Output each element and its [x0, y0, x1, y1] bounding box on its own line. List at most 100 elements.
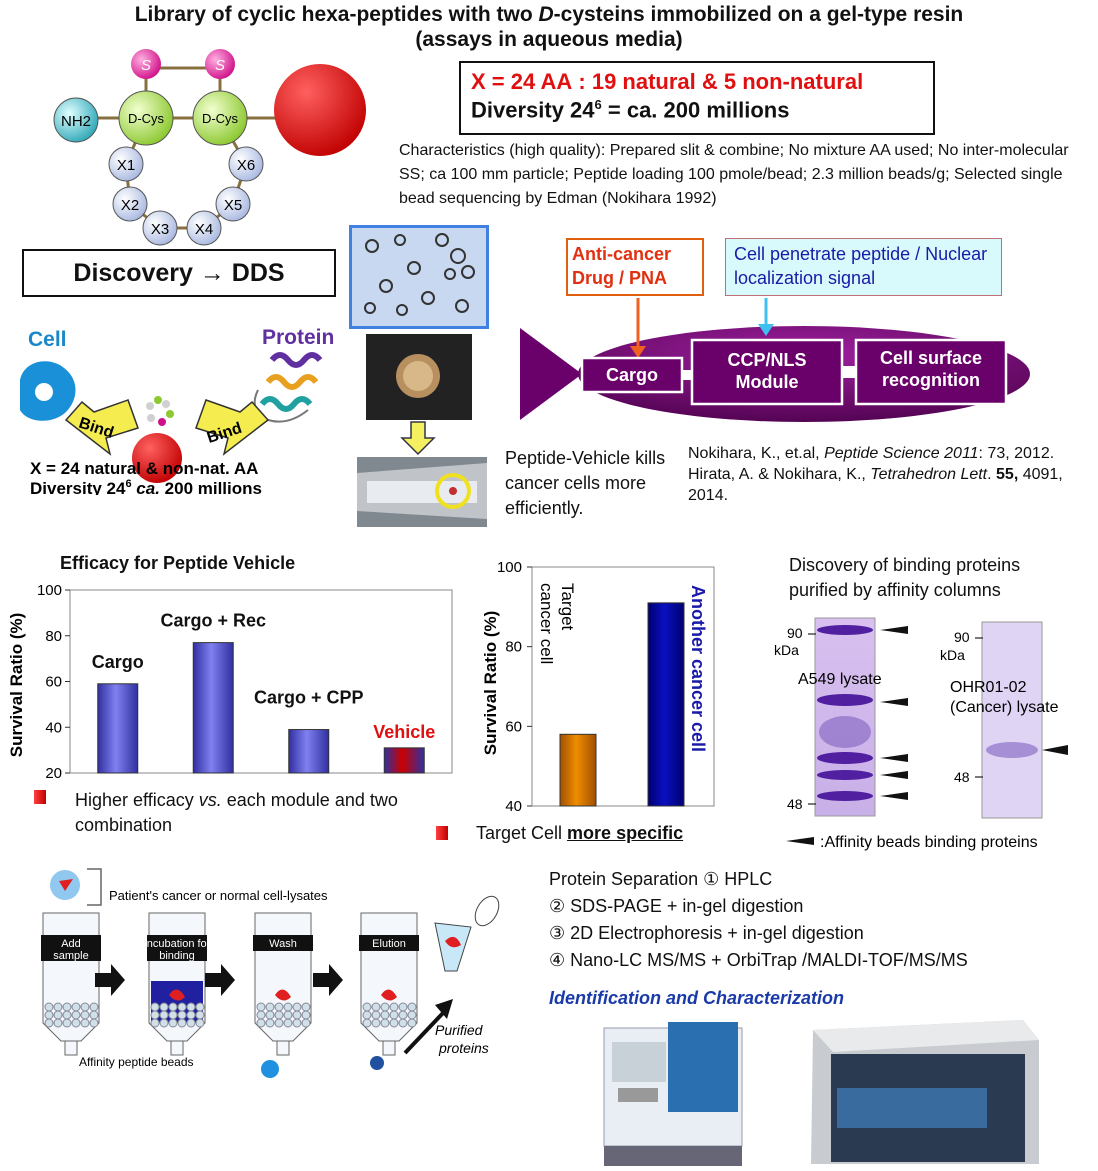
beads-label: Affinity peptide beads	[79, 1055, 194, 1069]
gel-lane-ohr	[981, 621, 1043, 819]
surface-box	[854, 338, 1008, 406]
mass-spectrometer-2-image	[811, 1020, 1039, 1164]
diversity-value: = ca. 200 millions	[601, 97, 790, 123]
s-label: S	[215, 57, 225, 74]
s-label: S	[141, 57, 151, 74]
column-step-label: Elution	[372, 938, 406, 950]
bar	[559, 733, 597, 807]
separation-methods: Protein Separation ① HPLC ② SDS-PAGE + i…	[549, 866, 968, 974]
sulfur-atom	[131, 49, 161, 79]
identification-heading: Identification and Characterization	[549, 988, 845, 1008]
bind-diversity-text: Diversity 246 ca. 200 millions	[30, 478, 262, 495]
reference-1: Nokihara, K., et.al, Peptide Science 201…	[688, 445, 1055, 462]
resin-bead	[274, 64, 366, 156]
gel-legend: :Affinity beads binding proteins	[820, 834, 1038, 851]
x-label: X6	[237, 157, 255, 174]
y-tick-label: 80	[45, 628, 62, 645]
diversity-exponent: 6	[594, 97, 602, 112]
marker-90: 90	[954, 629, 970, 645]
single-bead-micrograph	[366, 334, 472, 420]
diversity-text: Diversity 246 = ca. 200 millions	[471, 97, 923, 123]
y-axis-label: Survival Ratio (%)	[7, 613, 26, 758]
bar-label: Cargo + CPP	[254, 688, 364, 708]
discovery-dds-box: Discovery → DDS	[22, 249, 336, 297]
page-title: Library of cyclic hexa-peptides with two…	[0, 2, 1098, 52]
legend-marker-icon	[786, 837, 814, 845]
marker-90: 90	[787, 625, 803, 641]
title-part: -cysteins immobilized on a gel-type resi…	[553, 3, 964, 26]
x-label: X4	[195, 221, 213, 238]
fish-tail	[520, 328, 582, 420]
y-tick-label: 80	[505, 639, 522, 656]
y-tick-label: 100	[37, 582, 62, 599]
wash-drop-icon	[261, 1060, 279, 1078]
diversity-box: X = 24 AA : 19 natural & 5 non-natural D…	[459, 61, 935, 135]
bar	[192, 642, 234, 774]
marker-48: 48	[787, 796, 803, 812]
bar	[288, 729, 330, 774]
chart2-note: Target Cell more specific	[476, 823, 684, 843]
affinity-column: Elution	[359, 912, 419, 1056]
nh2-label: NH2	[61, 113, 91, 130]
separation-line: ② SDS-PAGE + in-gel digestion	[549, 896, 804, 916]
band-marker-icon	[880, 626, 1068, 800]
marker-48: 48	[954, 769, 970, 785]
bind-arrow-right	[195, 399, 270, 456]
y-tick-label: 40	[45, 719, 62, 736]
lysate-a549-label: A549 lysate	[798, 671, 882, 688]
mass-spectrometer-1-image	[603, 1022, 743, 1166]
anticancer-drug-box: Anti-cancer Drug / PNA	[566, 238, 704, 296]
kda-label: kDa	[774, 642, 799, 658]
x-label: X2	[121, 197, 139, 214]
affinity-column: Wash	[253, 912, 313, 1056]
bullet-icon	[436, 826, 448, 840]
bind-diagram: Cell Protein Bind Bind X = 24 natural & …	[20, 326, 334, 495]
bead-micrograph	[349, 225, 489, 329]
bind-arrow-left	[64, 399, 139, 456]
bar	[97, 683, 139, 774]
dcys-label: D-Cys	[202, 111, 239, 126]
y-axis-label: Survival Ratio (%)	[481, 611, 500, 756]
y-tick-label: 100	[497, 559, 522, 576]
gel-title: Discovery of binding proteins purified b…	[789, 555, 1021, 600]
highlight-circle-icon	[435, 473, 471, 509]
y-tick-label: 60	[505, 718, 522, 735]
y-tick-label: 40	[505, 798, 522, 815]
protein-icon	[381, 989, 397, 1001]
gel-electrophoresis: 90 kDa 48 A549 lysate 90 kDa 48 OHR01-02…	[774, 617, 1068, 851]
resin-bead	[132, 433, 182, 483]
d-cys-residue	[118, 90, 174, 146]
bar	[647, 602, 685, 807]
x-label: X1	[117, 157, 135, 174]
sulfur-atom	[205, 49, 235, 79]
lysate-ohr-label: OHR01-02(Cancer) lysate	[950, 679, 1059, 716]
down-arrow-icon	[400, 421, 436, 456]
amine-group	[53, 97, 99, 143]
protein-label: Protein	[262, 326, 334, 349]
aa-count-text: X = 24 AA : 19 natural & 5 non-natural	[471, 69, 864, 94]
module-box	[690, 338, 844, 406]
chart1-title: Efficacy for Peptide Vehicle	[60, 553, 296, 573]
bullet-icon	[34, 790, 46, 804]
vehicle-kills-text: Peptide-Vehicle kills cancer cells more …	[505, 448, 666, 518]
cargo-label: Cargo	[606, 365, 658, 385]
title-part: Library of cyclic hexa-peptides with two	[134, 3, 539, 26]
cell-label: Cell	[28, 328, 67, 351]
arrow-down-icon	[630, 346, 646, 358]
process-arrow-icon	[95, 964, 343, 996]
x-label: X3	[151, 221, 169, 238]
title-subtitle: (assays in aqueous media)	[415, 28, 683, 51]
category-label: Another cancer cell	[688, 585, 708, 752]
cyclic-peptide-diagram: S S NH2 D-Cys D-Cys X1 X2 X3 X4 X5 X6	[53, 49, 366, 246]
bind-x-text: X = 24 natural & non-nat. AA	[30, 459, 258, 478]
chart1-note: Higher efficacy vs. each module and two …	[75, 790, 398, 835]
protein-icon	[169, 989, 185, 1001]
d-cys-residue	[192, 90, 248, 146]
title-italic: D	[538, 3, 554, 26]
